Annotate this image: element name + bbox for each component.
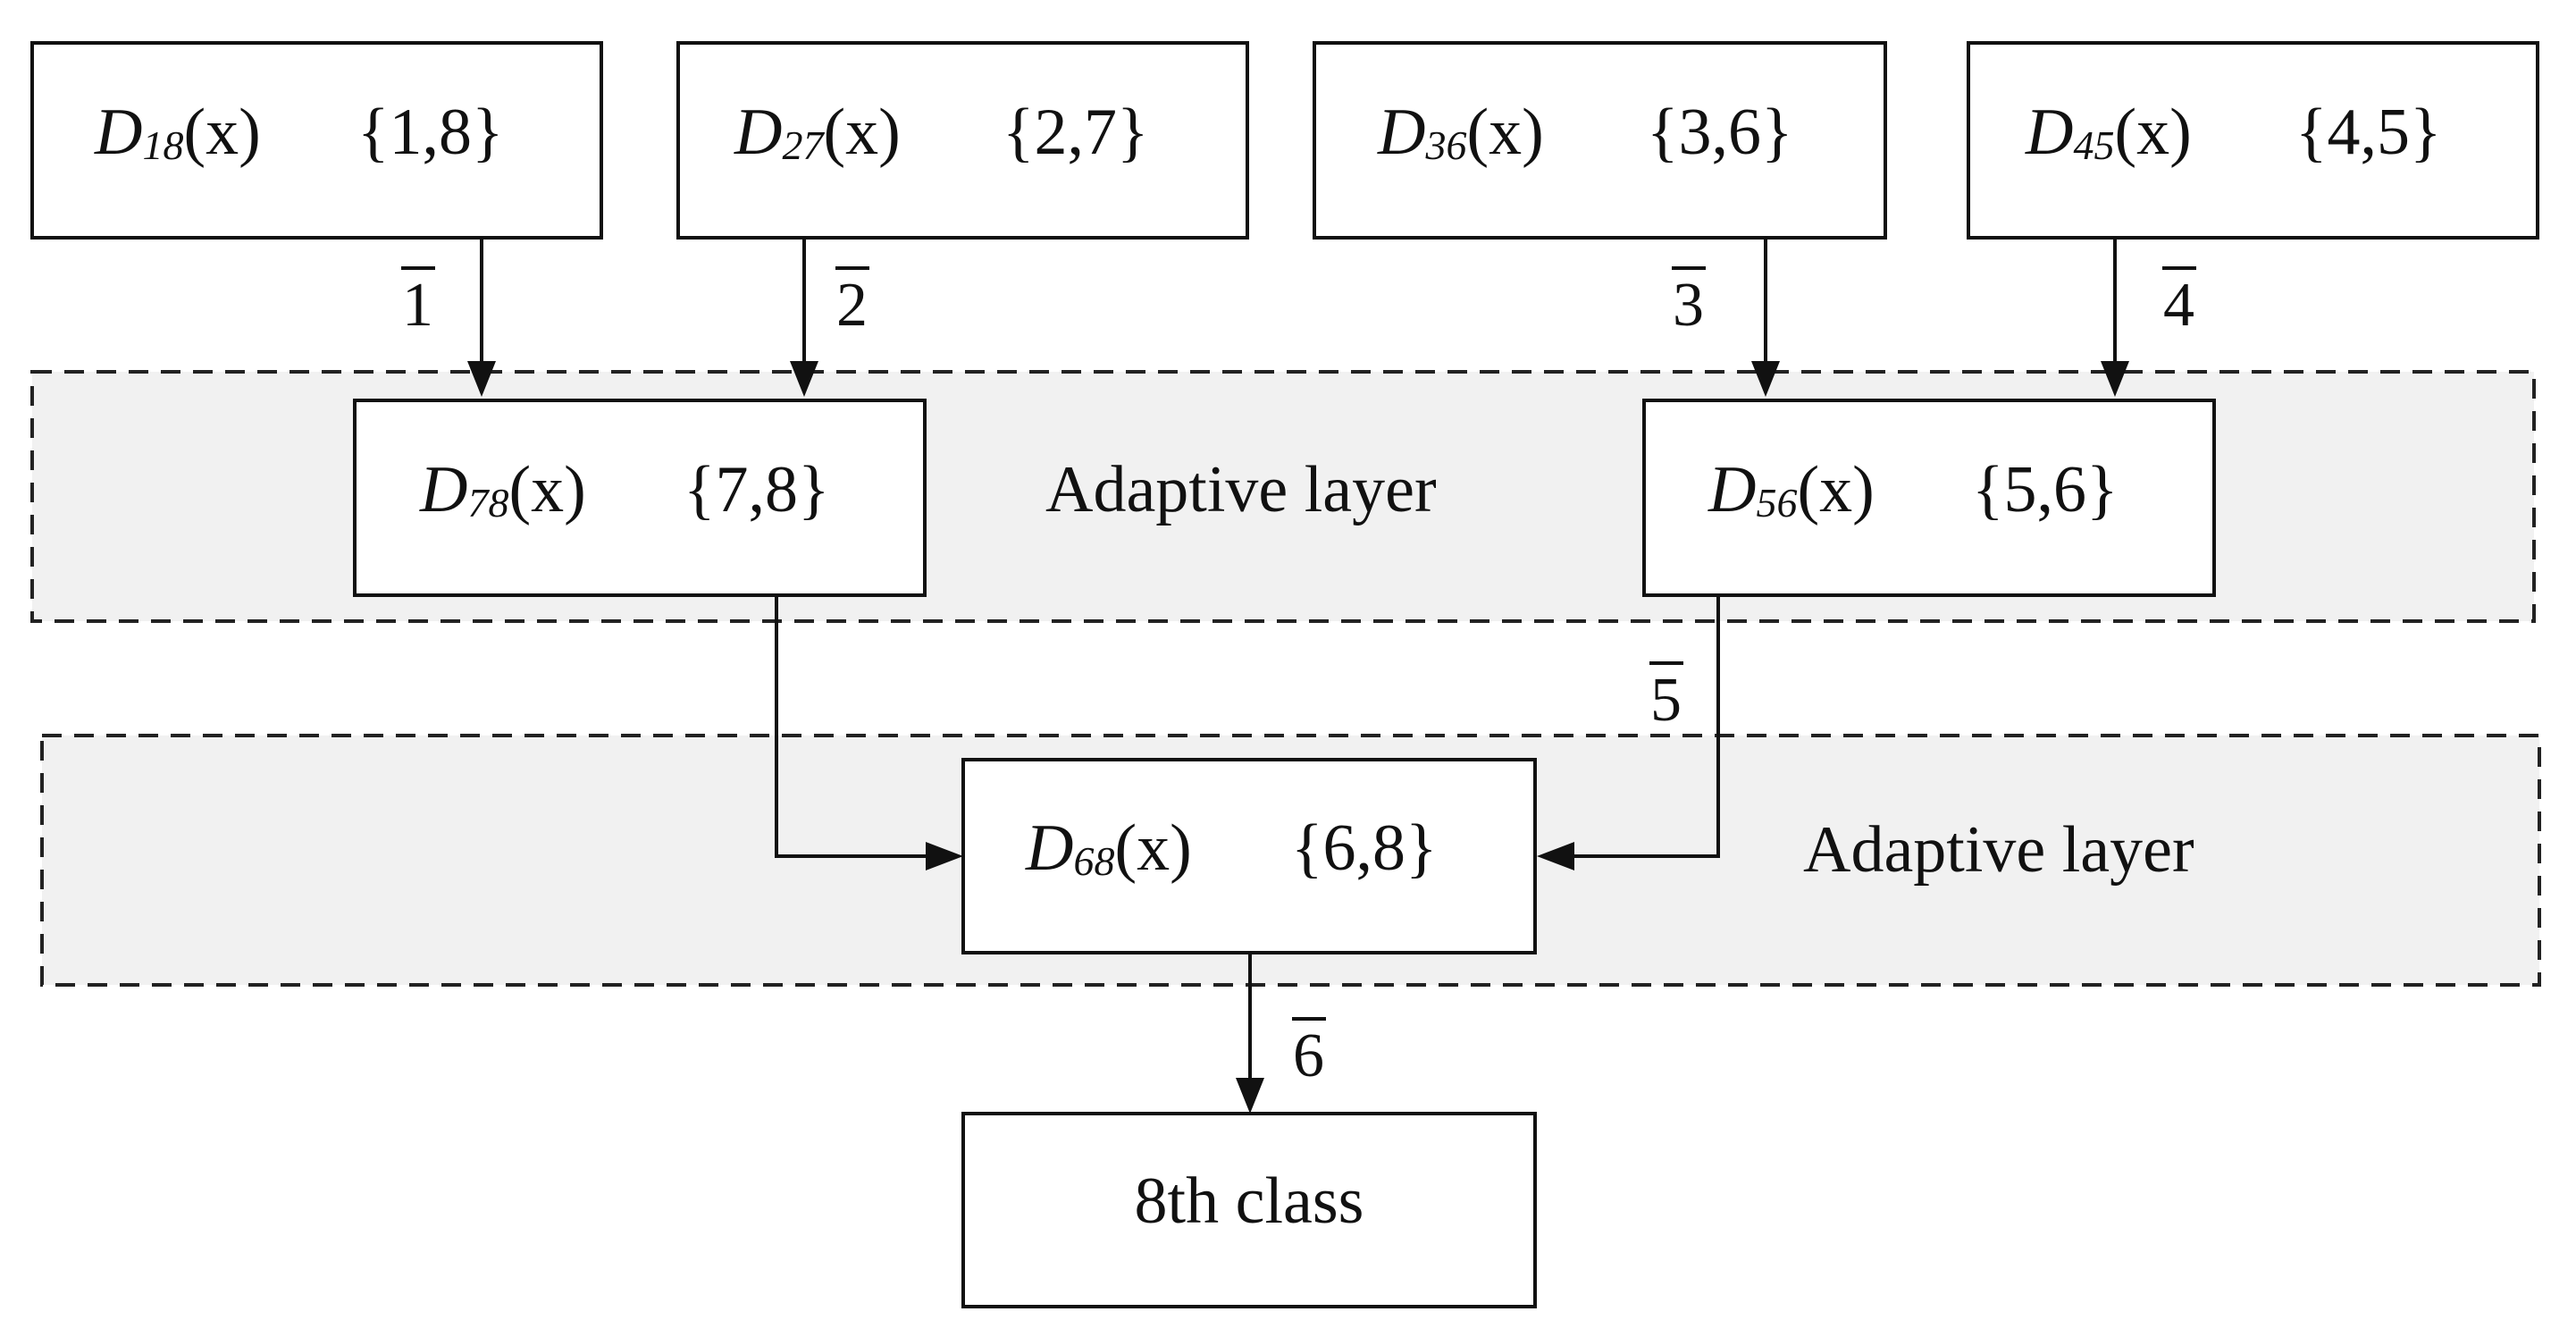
edge-label-6: 6 bbox=[1292, 1017, 1326, 1090]
arrowhead-d18-d78 bbox=[467, 361, 496, 397]
classifier-d78-box bbox=[353, 399, 927, 597]
classifier-d18-set: {1,8} bbox=[357, 96, 504, 169]
edge-label-5: 5 bbox=[1649, 661, 1683, 735]
svg-text:1: 1 bbox=[402, 271, 433, 340]
classifier-d18-box bbox=[30, 41, 603, 240]
edge-labels: 1 2 3 4 5 6 bbox=[401, 266, 2196, 1090]
classifier-d36-box bbox=[1313, 41, 1887, 240]
classifier-d27: D27(x) {2,7} bbox=[676, 41, 1249, 240]
svg-text:2: 2 bbox=[836, 271, 868, 340]
svg-text:6: 6 bbox=[1293, 1022, 1324, 1090]
classifier-d36-set: {3,6} bbox=[1647, 96, 1793, 169]
arrowhead-d36-d56 bbox=[1751, 361, 1780, 397]
classifier-d78-set: {7,8} bbox=[684, 453, 830, 526]
classifier-d68: D68(x) {6,8} bbox=[961, 758, 1537, 954]
svg-text:5: 5 bbox=[1650, 666, 1682, 735]
edge-label-4: 4 bbox=[2162, 266, 2196, 340]
svg-text:4: 4 bbox=[2163, 271, 2194, 340]
svg-text:3: 3 bbox=[1673, 271, 1704, 340]
classifier-d78-function: D78(x) bbox=[419, 453, 586, 526]
edge-d78-d68 bbox=[775, 595, 926, 858]
classifier-d56: D56(x) {5,6} bbox=[1642, 399, 2216, 597]
classifier-d36: D36(x) {3,6} bbox=[1313, 41, 1887, 240]
classifier-d18-function: D18(x) bbox=[94, 96, 261, 169]
classifier-d45-box bbox=[1967, 41, 2539, 240]
classifier-d56-box bbox=[1642, 399, 2216, 597]
adaptive-layer-2-label: Adaptive layer bbox=[1803, 813, 2194, 887]
output-class-label: 8th class bbox=[1135, 1165, 1364, 1238]
classifier-d18: D18(x) {1,8} bbox=[30, 41, 603, 240]
edge-d56-d68 bbox=[1574, 595, 1720, 858]
classifier-d45: D45(x) {4,5} bbox=[1967, 41, 2539, 240]
classifier-d27-function: D27(x) bbox=[734, 96, 901, 169]
arrowhead-d68-output bbox=[1236, 1078, 1264, 1114]
edge-label-3: 3 bbox=[1672, 266, 1706, 340]
edge-label-2: 2 bbox=[835, 266, 869, 340]
output-class: 8th class bbox=[961, 1112, 1537, 1308]
classifier-d36-function: D36(x) bbox=[1377, 96, 1544, 169]
adaptive-layer-1-label: Adaptive layer bbox=[1045, 453, 1437, 526]
arrowhead-d45-d56 bbox=[2101, 361, 2129, 397]
classifier-d78: D78(x) {7,8} bbox=[353, 399, 927, 597]
output-class-box bbox=[961, 1112, 1537, 1308]
classifier-d68-function: D68(x) bbox=[1025, 811, 1192, 885]
arrowhead-d27-d78 bbox=[790, 361, 818, 397]
classifier-d68-box bbox=[961, 758, 1537, 954]
classifier-d45-set: {4,5} bbox=[2295, 96, 2442, 169]
connectors bbox=[467, 238, 2129, 1114]
edge-label-1: 1 bbox=[401, 266, 435, 340]
classifier-d56-function: D56(x) bbox=[1708, 453, 1875, 526]
classifier-d27-box bbox=[676, 41, 1249, 240]
classifier-d56-set: {5,6} bbox=[1972, 453, 2119, 526]
arrowhead-d56-d68 bbox=[1537, 842, 1574, 870]
arrowhead-d78-d68 bbox=[926, 842, 963, 870]
classifier-d68-set: {6,8} bbox=[1291, 811, 1438, 885]
classifier-d27-set: {2,7} bbox=[1003, 96, 1149, 169]
classifier-d45-function: D45(x) bbox=[2025, 96, 2192, 169]
